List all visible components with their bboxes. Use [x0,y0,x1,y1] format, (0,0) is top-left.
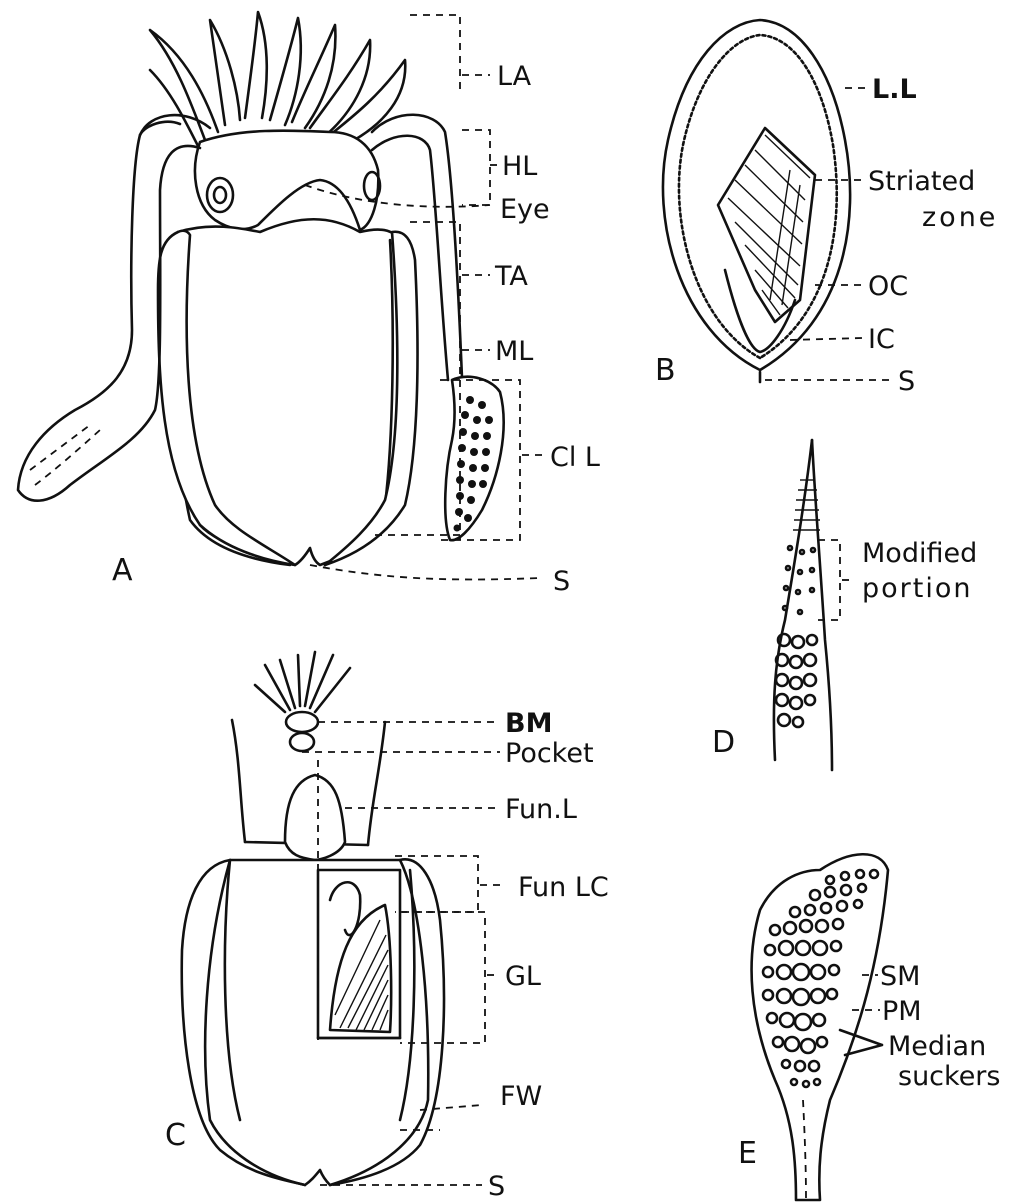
label-median-2: suckers [898,1061,1000,1092]
panel-letter-e: E [738,1136,757,1171]
label-ic: IC [868,324,895,355]
label-modified-2: portion [862,573,972,604]
label-gl: GL [505,961,541,992]
panel-letter-b: B [655,353,676,388]
squid-drawing-c [182,652,444,1185]
label-funlc: Fun LC [518,872,609,903]
label-fw: FW [500,1081,542,1112]
label-modified-1: Modified [862,538,977,569]
panel-c: BM Pocket Fun.L Fun LC GL FW S C [165,652,609,1202]
label-eye: Eye [500,194,550,225]
ellipse-drawing-b [663,20,850,382]
label-funl: Fun.L [505,794,577,825]
label-s-a: S [553,566,570,597]
panel-letter-d: D [712,725,735,760]
label-oc: OC [868,271,908,302]
label-s-b: S [898,366,915,397]
label-striated-1: Striated [868,166,975,197]
panel-d: Modified portion D [712,440,977,770]
label-sm: SM [880,961,920,992]
squid-drawing-a [18,12,504,565]
label-median-1: Median [888,1031,986,1062]
label-hl: HL [502,151,537,182]
label-striated-2: zone [922,202,998,233]
label-bm: BM [505,708,552,739]
club-drawing-e [752,854,888,1200]
panel-e: SM PM Median suckers E [738,854,1000,1200]
label-la: LA [497,61,532,92]
label-s-c: S [488,1171,505,1202]
panel-letter-c: C [165,1118,186,1153]
arm-drawing-d [774,440,850,770]
label-cil: Cl L [550,442,600,473]
panel-a: LA HL Eye TA ML Cl L S A [18,12,600,597]
label-ta: TA [494,261,528,292]
label-ml: ML [495,336,533,367]
panel-b: L.L Striated zone OC IC S B [655,20,998,397]
label-pm: PM [882,996,922,1027]
panel-letter-a: A [112,553,133,588]
label-pocket: Pocket [505,738,594,769]
buccal-mass [286,712,318,732]
label-ll: L.L [872,74,917,105]
